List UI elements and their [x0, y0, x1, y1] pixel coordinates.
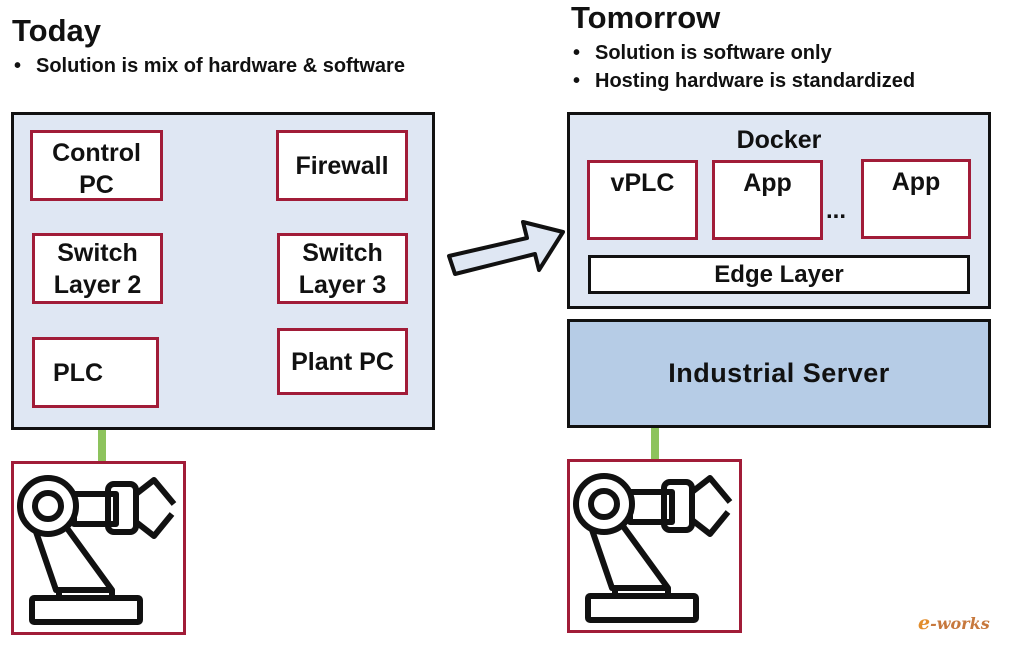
control-pc-line1: Control [52, 139, 141, 167]
tomorrow-bullet-1: • Solution is software only [573, 40, 832, 66]
industrial-server-label: Industrial Server [668, 358, 890, 388]
firewall-label: Firewall [295, 151, 389, 180]
apps-ellipsis: ... [826, 197, 847, 224]
tomorrow-bullet-2: • Hosting hardware is standardized [573, 68, 915, 94]
bullet-dot: • [573, 42, 581, 64]
plant-pc-box: Plant PC [277, 328, 408, 395]
switch-l3-line2: Layer 3 [298, 270, 387, 299]
app-box-1: App [712, 160, 823, 240]
switch-l3-line1: Switch [302, 238, 383, 267]
switch-l2-line1: Switch [57, 238, 138, 267]
tomorrow-bullet-2-text: Hosting hardware is standardized [595, 70, 916, 92]
tomorrow-robot-frame [567, 459, 742, 633]
today-title: Today [12, 13, 101, 48]
today-robot-frame [11, 461, 186, 635]
bullet-dot: • [14, 55, 22, 77]
industrial-server-box: Industrial Server [567, 319, 991, 428]
robot-arm-icon [573, 473, 733, 623]
app-label-1: App [743, 169, 792, 197]
edge-layer-box: Edge Layer [588, 255, 970, 294]
vplc-label: vPLC [610, 169, 675, 197]
firewall-box: Firewall [276, 130, 408, 201]
app-box-2: App [861, 159, 971, 239]
today-bullet-1-text: Solution is mix of hardware & software [36, 55, 405, 77]
plant-pc-label: Plant PC [291, 347, 394, 376]
logo-suffix: -works [930, 614, 990, 633]
plc-label: PLC [53, 358, 103, 387]
plc-box: PLC [32, 337, 159, 408]
bullet-dot: • [573, 70, 581, 92]
vplc-box: vPLC [587, 160, 698, 240]
eworks-logo: e-works [918, 612, 990, 634]
tomorrow-title: Tomorrow [571, 0, 721, 35]
logo-prefix: e [918, 612, 931, 634]
today-connector [98, 430, 106, 461]
app-label-2: App [891, 168, 941, 196]
control-pc-line2: PC [79, 171, 114, 199]
tomorrow-bullet-1-text: Solution is software only [595, 42, 832, 64]
edge-layer-label: Edge Layer [714, 260, 844, 288]
today-bullet-1: • Solution is mix of hardware & software [14, 53, 405, 79]
tomorrow-connector [651, 428, 659, 459]
arrow-right-icon [447, 220, 565, 276]
robot-arm-icon [17, 475, 177, 625]
switch-l2-line2: Layer 2 [53, 270, 142, 299]
docker-title: Docker [736, 126, 822, 154]
